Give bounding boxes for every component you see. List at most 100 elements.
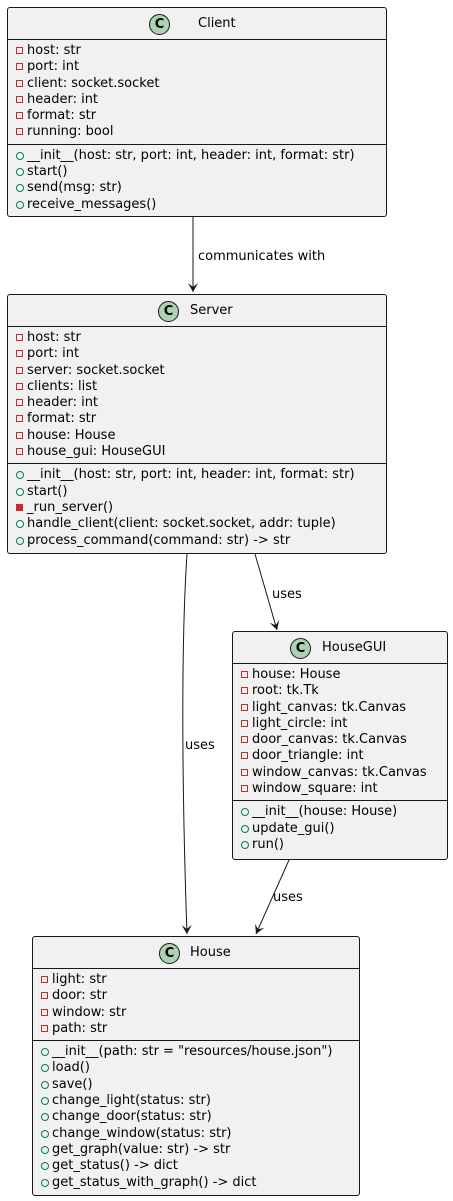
method-text: change_window(status: str) <box>52 1125 232 1141</box>
attribute-row: client: socket.socket <box>8 76 386 92</box>
attribute-text: door_canvas: tk.Canvas <box>252 732 407 748</box>
method-text: process_command(command: str) -> str <box>27 532 291 548</box>
attribute-row: window_square: int <box>233 781 447 797</box>
public-visibility-icon <box>41 1175 51 1191</box>
method-row: change_window(status: str) <box>33 1126 359 1142</box>
method-text: save() <box>52 1076 93 1092</box>
method-row: handle_client(client: socket.socket, add… <box>8 516 386 532</box>
method-row: update_gui() <box>233 821 447 837</box>
attribute-row: format: str <box>8 411 386 427</box>
method-text: change_door(status: str) <box>52 1109 212 1125</box>
attribute-row: host: str <box>8 43 386 59</box>
private-visibility-icon <box>16 108 26 124</box>
method-text: get_status() -> dict <box>52 1158 178 1174</box>
method-row: change_door(status: str) <box>33 1109 359 1125</box>
method-text: __init__(host: str, port: int, header: i… <box>27 467 355 483</box>
method-row: save() <box>33 1077 359 1093</box>
class-badge-icon: C <box>159 943 180 964</box>
attribute-row: clients: list <box>8 379 386 395</box>
private-visibility-icon <box>16 43 26 59</box>
method-row: get_graph(value: str) -> str <box>33 1142 359 1158</box>
method-text: update_gui() <box>252 820 335 836</box>
public-visibility-icon <box>16 197 26 213</box>
attribute-row: door_triangle: int <box>233 748 447 764</box>
attribute-text: format: str <box>27 108 97 124</box>
public-visibility-icon <box>41 1109 51 1125</box>
private-visibility-icon <box>16 346 26 362</box>
edge-label-server-house: uses <box>185 738 215 753</box>
attribute-text: clients: list <box>27 378 98 394</box>
class-header: C Server <box>8 295 386 327</box>
method-row: _run_server() <box>8 500 386 516</box>
private-visibility-icon <box>16 363 26 379</box>
private-visibility-icon <box>241 683 251 699</box>
attribute-row: port: int <box>8 59 386 75</box>
method-row: process_command(command: str) -> str <box>8 533 386 549</box>
attribute-row: light_circle: int <box>233 716 447 732</box>
attribute-row: host: str <box>8 330 386 346</box>
method-text: _run_server() <box>27 499 114 515</box>
attribute-row: root: tk.Tk <box>233 683 447 699</box>
private-visibility-icon <box>241 781 251 797</box>
edge-housegui-house <box>255 859 290 935</box>
edge-server-housegui <box>254 553 280 631</box>
private-visibility-icon <box>241 716 251 732</box>
class-header: C HouseGUI <box>233 632 447 664</box>
attribute-row: running: bool <box>8 124 386 140</box>
method-row: run() <box>233 837 447 853</box>
attribute-text: port: int <box>27 346 80 362</box>
private-method-icon <box>16 500 26 516</box>
methods-section: __init__(house: House)update_gui()run() <box>233 801 447 856</box>
private-visibility-icon <box>41 1021 51 1037</box>
attribute-text: door_triangle: int <box>252 748 364 764</box>
class-header: C Client <box>8 8 386 40</box>
public-visibility-icon <box>16 484 26 500</box>
class-name: HouseGUI <box>322 640 387 655</box>
method-row: get_status_with_graph() -> dict <box>33 1175 359 1191</box>
attribute-row: server: socket.socket <box>8 363 386 379</box>
private-visibility-icon <box>16 76 26 92</box>
attribute-text: window_square: int <box>252 781 378 797</box>
attribute-text: port: int <box>27 59 80 75</box>
private-visibility-icon <box>16 330 26 346</box>
method-text: start() <box>27 483 68 499</box>
attribute-text: house: House <box>252 667 341 682</box>
private-visibility-icon <box>41 972 51 988</box>
public-visibility-icon <box>41 1093 51 1109</box>
methods-section: __init__(host: str, port: int, header: i… <box>8 464 386 551</box>
method-text: start() <box>27 164 68 180</box>
method-row: start() <box>8 484 386 500</box>
private-visibility-icon <box>16 379 26 395</box>
private-visibility-icon <box>41 1005 51 1021</box>
methods-section: __init__(host: str, port: int, header: i… <box>8 145 386 216</box>
public-visibility-icon <box>241 821 251 837</box>
attribute-row: house: House <box>233 667 447 683</box>
attribute-text: window_canvas: tk.Canvas <box>252 764 427 780</box>
attribute-text: header: int <box>27 91 99 107</box>
attribute-row: path: str <box>33 1021 359 1037</box>
public-visibility-icon <box>16 180 26 196</box>
class-name: Server <box>190 303 233 318</box>
attribute-row: header: int <box>8 395 386 411</box>
method-row: receive_messages() <box>8 197 386 213</box>
attribute-text: path: str <box>52 1020 108 1036</box>
attribute-row: window_canvas: tk.Canvas <box>233 765 447 781</box>
public-visibility-icon <box>241 837 251 853</box>
method-row: get_status() -> dict <box>33 1158 359 1174</box>
public-visibility-icon <box>41 1060 51 1076</box>
attribute-text: light: str <box>52 972 107 987</box>
method-row: __init__(host: str, port: int, header: i… <box>8 148 386 164</box>
private-visibility-icon <box>16 92 26 108</box>
private-visibility-icon <box>16 59 26 75</box>
attribute-text: header: int <box>27 395 99 411</box>
attribute-row: light: str <box>33 972 359 988</box>
attribute-text: client: socket.socket <box>27 75 160 91</box>
method-text: get_graph(value: str) -> str <box>52 1141 231 1157</box>
